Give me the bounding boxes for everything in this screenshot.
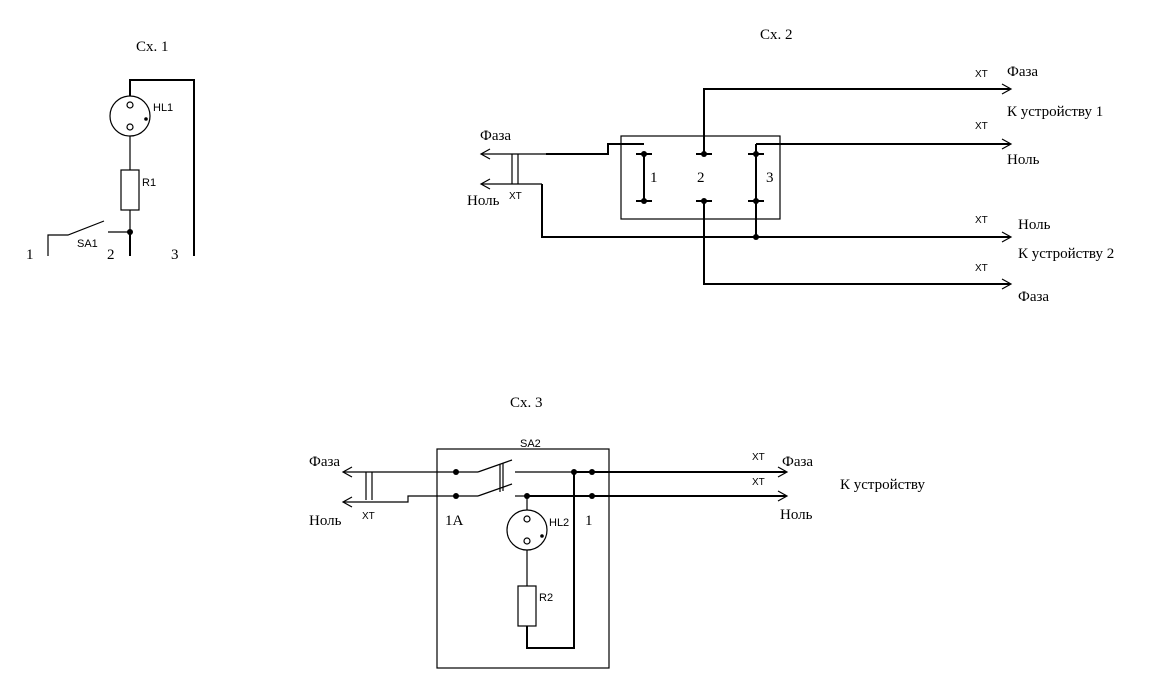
terminal-3-label: 3 <box>171 247 179 263</box>
wire-out1-phase <box>703 88 1010 154</box>
resistor-r2-symbol <box>517 585 537 627</box>
scheme-2-title: Сх. 2 <box>760 27 793 43</box>
wire-terminal-3 <box>129 79 195 256</box>
terminal-1-label: 1 <box>26 247 34 263</box>
input-connector-xt <box>479 148 546 190</box>
xt-label: ХТ <box>975 263 988 274</box>
terminal-1a-label: 1А <box>445 513 464 529</box>
out2-neutral-label: Ноль <box>1018 217 1051 233</box>
xt-label: ХТ <box>975 69 988 80</box>
arrow-out1-phase <box>1001 83 1013 95</box>
resistor-r1-symbol <box>120 169 140 211</box>
contact-3 <box>748 144 764 240</box>
input-xt-label: ХТ <box>509 191 522 202</box>
lamp-hl2-symbol <box>506 509 548 551</box>
switch-box <box>620 135 781 220</box>
input-neutral-label: Ноль <box>467 193 500 209</box>
switch-sa1-symbol <box>47 220 105 256</box>
arrow-out-neutral <box>777 490 789 502</box>
switch-box <box>436 448 610 669</box>
resistor-r2-label: R2 <box>539 592 553 604</box>
xt-label: ХТ <box>975 215 988 226</box>
output-phase-label: Фаза <box>782 454 813 470</box>
out1-phase-label: Фаза <box>1007 64 1038 80</box>
xt-label: ХТ <box>975 121 988 132</box>
terminal-1-label: 1 <box>585 513 593 529</box>
switch-sa1-label: SA1 <box>77 238 98 250</box>
scheme-3-title: Сх. 3 <box>510 395 543 411</box>
arrow-out2-neutral <box>1001 231 1013 243</box>
resistor-r1-label: R1 <box>142 177 156 189</box>
out1-device-label: К устройству 1 <box>1007 104 1103 120</box>
input-phase-label: Фаза <box>309 454 340 470</box>
scheme-3: Сх. 3 Фаза Ноль ХТ SA2 1А <box>309 395 925 669</box>
scheme-1-title: Сх. 1 <box>136 39 169 55</box>
wire-out2-phase <box>703 201 1010 285</box>
arrow-out1-neutral <box>1001 138 1013 150</box>
scheme-1: Сх. 1 HL1 R1 SA1 1 2 3 <box>26 39 195 263</box>
xt-label: ХТ <box>752 452 765 463</box>
input-connector-xt <box>341 466 456 508</box>
out2-device-label: К устройству 2 <box>1018 246 1114 262</box>
terminal-2-label: 2 <box>107 247 115 263</box>
output-neutral-label: Ноль <box>780 507 813 523</box>
wire-return-phase <box>526 472 575 649</box>
contact-2-label: 2 <box>697 170 705 186</box>
wire-input-neutral <box>541 184 756 238</box>
switch-sa2-label: SA2 <box>520 438 541 450</box>
arrow-out2-phase <box>1001 278 1013 290</box>
xt-label: ХТ <box>752 477 765 488</box>
lamp-hl1-symbol <box>109 95 151 137</box>
input-xt-label: ХТ <box>362 511 375 522</box>
out1-neutral-label: Ноль <box>1007 152 1040 168</box>
contact-1 <box>636 151 652 204</box>
arrow-out-phase <box>777 466 789 478</box>
lamp-hl2-label: HL2 <box>549 517 569 529</box>
contact-3-label: 3 <box>766 170 774 186</box>
contact-1-label: 1 <box>650 170 658 186</box>
scheme-2: Сх. 2 Фаза Ноль ХТ <box>467 27 1114 305</box>
input-neutral-label: Ноль <box>309 513 342 529</box>
wire-input-phase <box>546 143 644 155</box>
out2-phase-label: Фаза <box>1018 289 1049 305</box>
device-label: К устройству <box>840 477 925 493</box>
lamp-hl1-label: HL1 <box>153 102 173 114</box>
switch-sa2-symbol <box>453 459 574 499</box>
input-phase-label: Фаза <box>480 128 511 144</box>
